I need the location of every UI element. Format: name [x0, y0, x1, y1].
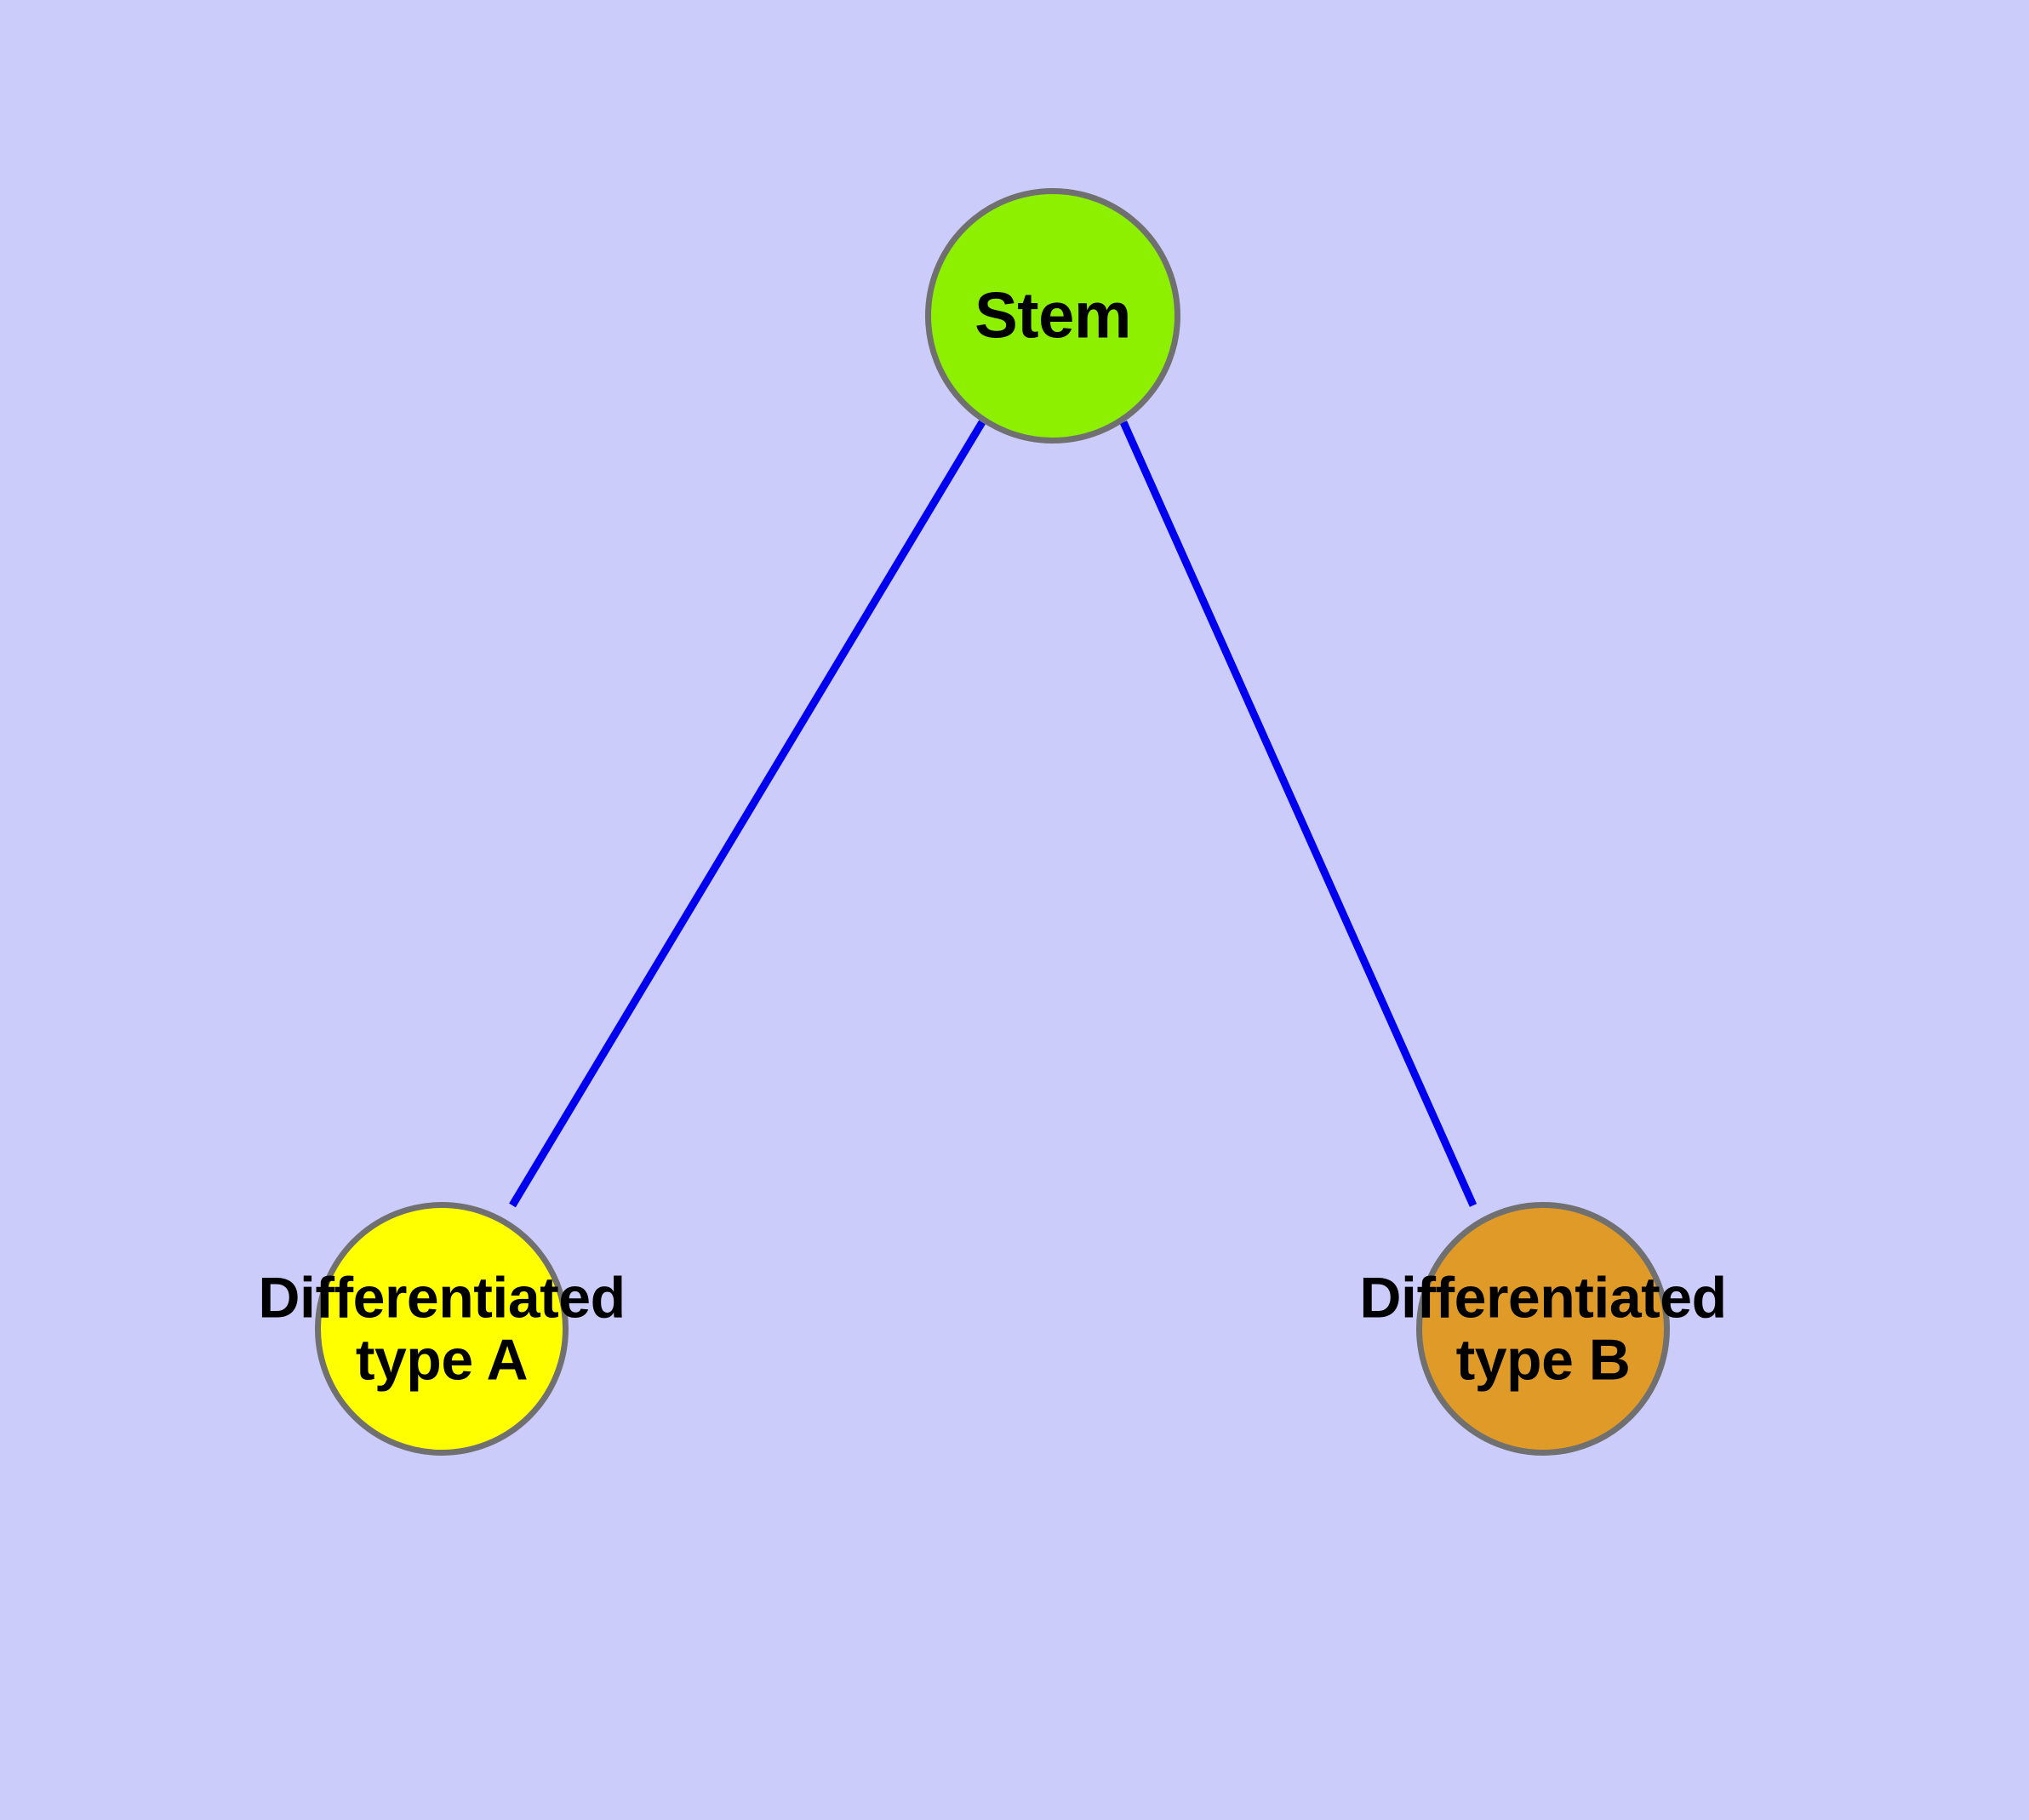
node-differentiated-type-b[interactable]	[1416, 1202, 1670, 1456]
node-stem[interactable]	[925, 188, 1180, 444]
node-differentiated-type-a[interactable]	[315, 1202, 569, 1456]
edge-stem-to-diff-b[interactable]	[1119, 421, 1477, 1207]
edge-stem-to-diff-a[interactable]	[509, 420, 986, 1208]
